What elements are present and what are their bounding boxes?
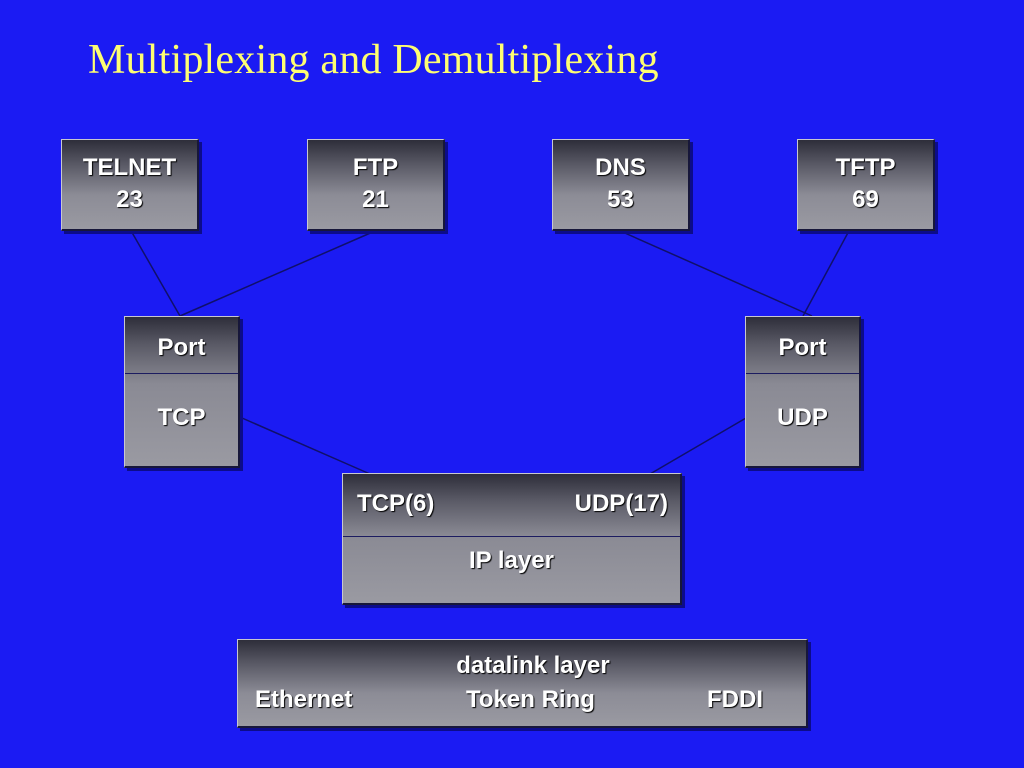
ip-protocol-udp: UDP(17) bbox=[574, 490, 668, 517]
app-box-telnet: TELNET 23 bbox=[61, 139, 199, 231]
port-label: Port bbox=[746, 317, 859, 374]
app-box-ftp: FTP 21 bbox=[307, 139, 445, 231]
app-port: 69 bbox=[852, 186, 879, 213]
transport-box-tcp: Port TCP bbox=[124, 316, 240, 468]
datalink-tech-token-ring: Token Ring bbox=[466, 686, 595, 713]
ip-layer-label: IP layer bbox=[469, 547, 554, 574]
app-port: 21 bbox=[362, 186, 389, 213]
connector-telnet-tcp bbox=[129, 228, 181, 317]
ip-protocol-row: TCP(6) UDP(17) bbox=[343, 474, 680, 537]
protocol-label: TCP bbox=[157, 404, 206, 431]
app-name: FTP bbox=[352, 154, 399, 181]
app-box-dns: DNS 53 bbox=[552, 139, 690, 231]
datalink-layer-label: datalink layer bbox=[456, 652, 610, 679]
datalink-tech-ethernet: Ethernet bbox=[255, 686, 353, 713]
connector-tftp-udp bbox=[802, 228, 851, 317]
ip-protocol-tcp: TCP(6) bbox=[357, 490, 435, 517]
app-name: TELNET bbox=[82, 154, 177, 181]
connector-tcp-ip bbox=[241, 417, 371, 475]
protocol-label: UDP bbox=[777, 404, 828, 431]
datalink-tech-fddi: FDDI bbox=[707, 686, 763, 713]
page-title: Multiplexing and Demultiplexing bbox=[88, 37, 659, 83]
transport-box-udp: Port UDP bbox=[745, 316, 861, 468]
app-name: TFTP bbox=[835, 154, 896, 181]
connector-udp-ip bbox=[649, 417, 747, 475]
app-port: 23 bbox=[116, 186, 143, 213]
connector-dns-udp bbox=[617, 229, 813, 317]
datalink-layer-box: datalink layer Ethernet Token Ring FDDI bbox=[237, 639, 808, 728]
ip-layer-box: TCP(6) UDP(17) IP layer bbox=[342, 473, 682, 605]
app-box-tftp: TFTP 69 bbox=[797, 139, 935, 231]
app-name: DNS bbox=[595, 154, 646, 181]
app-port: 53 bbox=[607, 186, 634, 213]
port-label: Port bbox=[125, 317, 238, 374]
connector-ftp-tcp bbox=[179, 230, 376, 317]
